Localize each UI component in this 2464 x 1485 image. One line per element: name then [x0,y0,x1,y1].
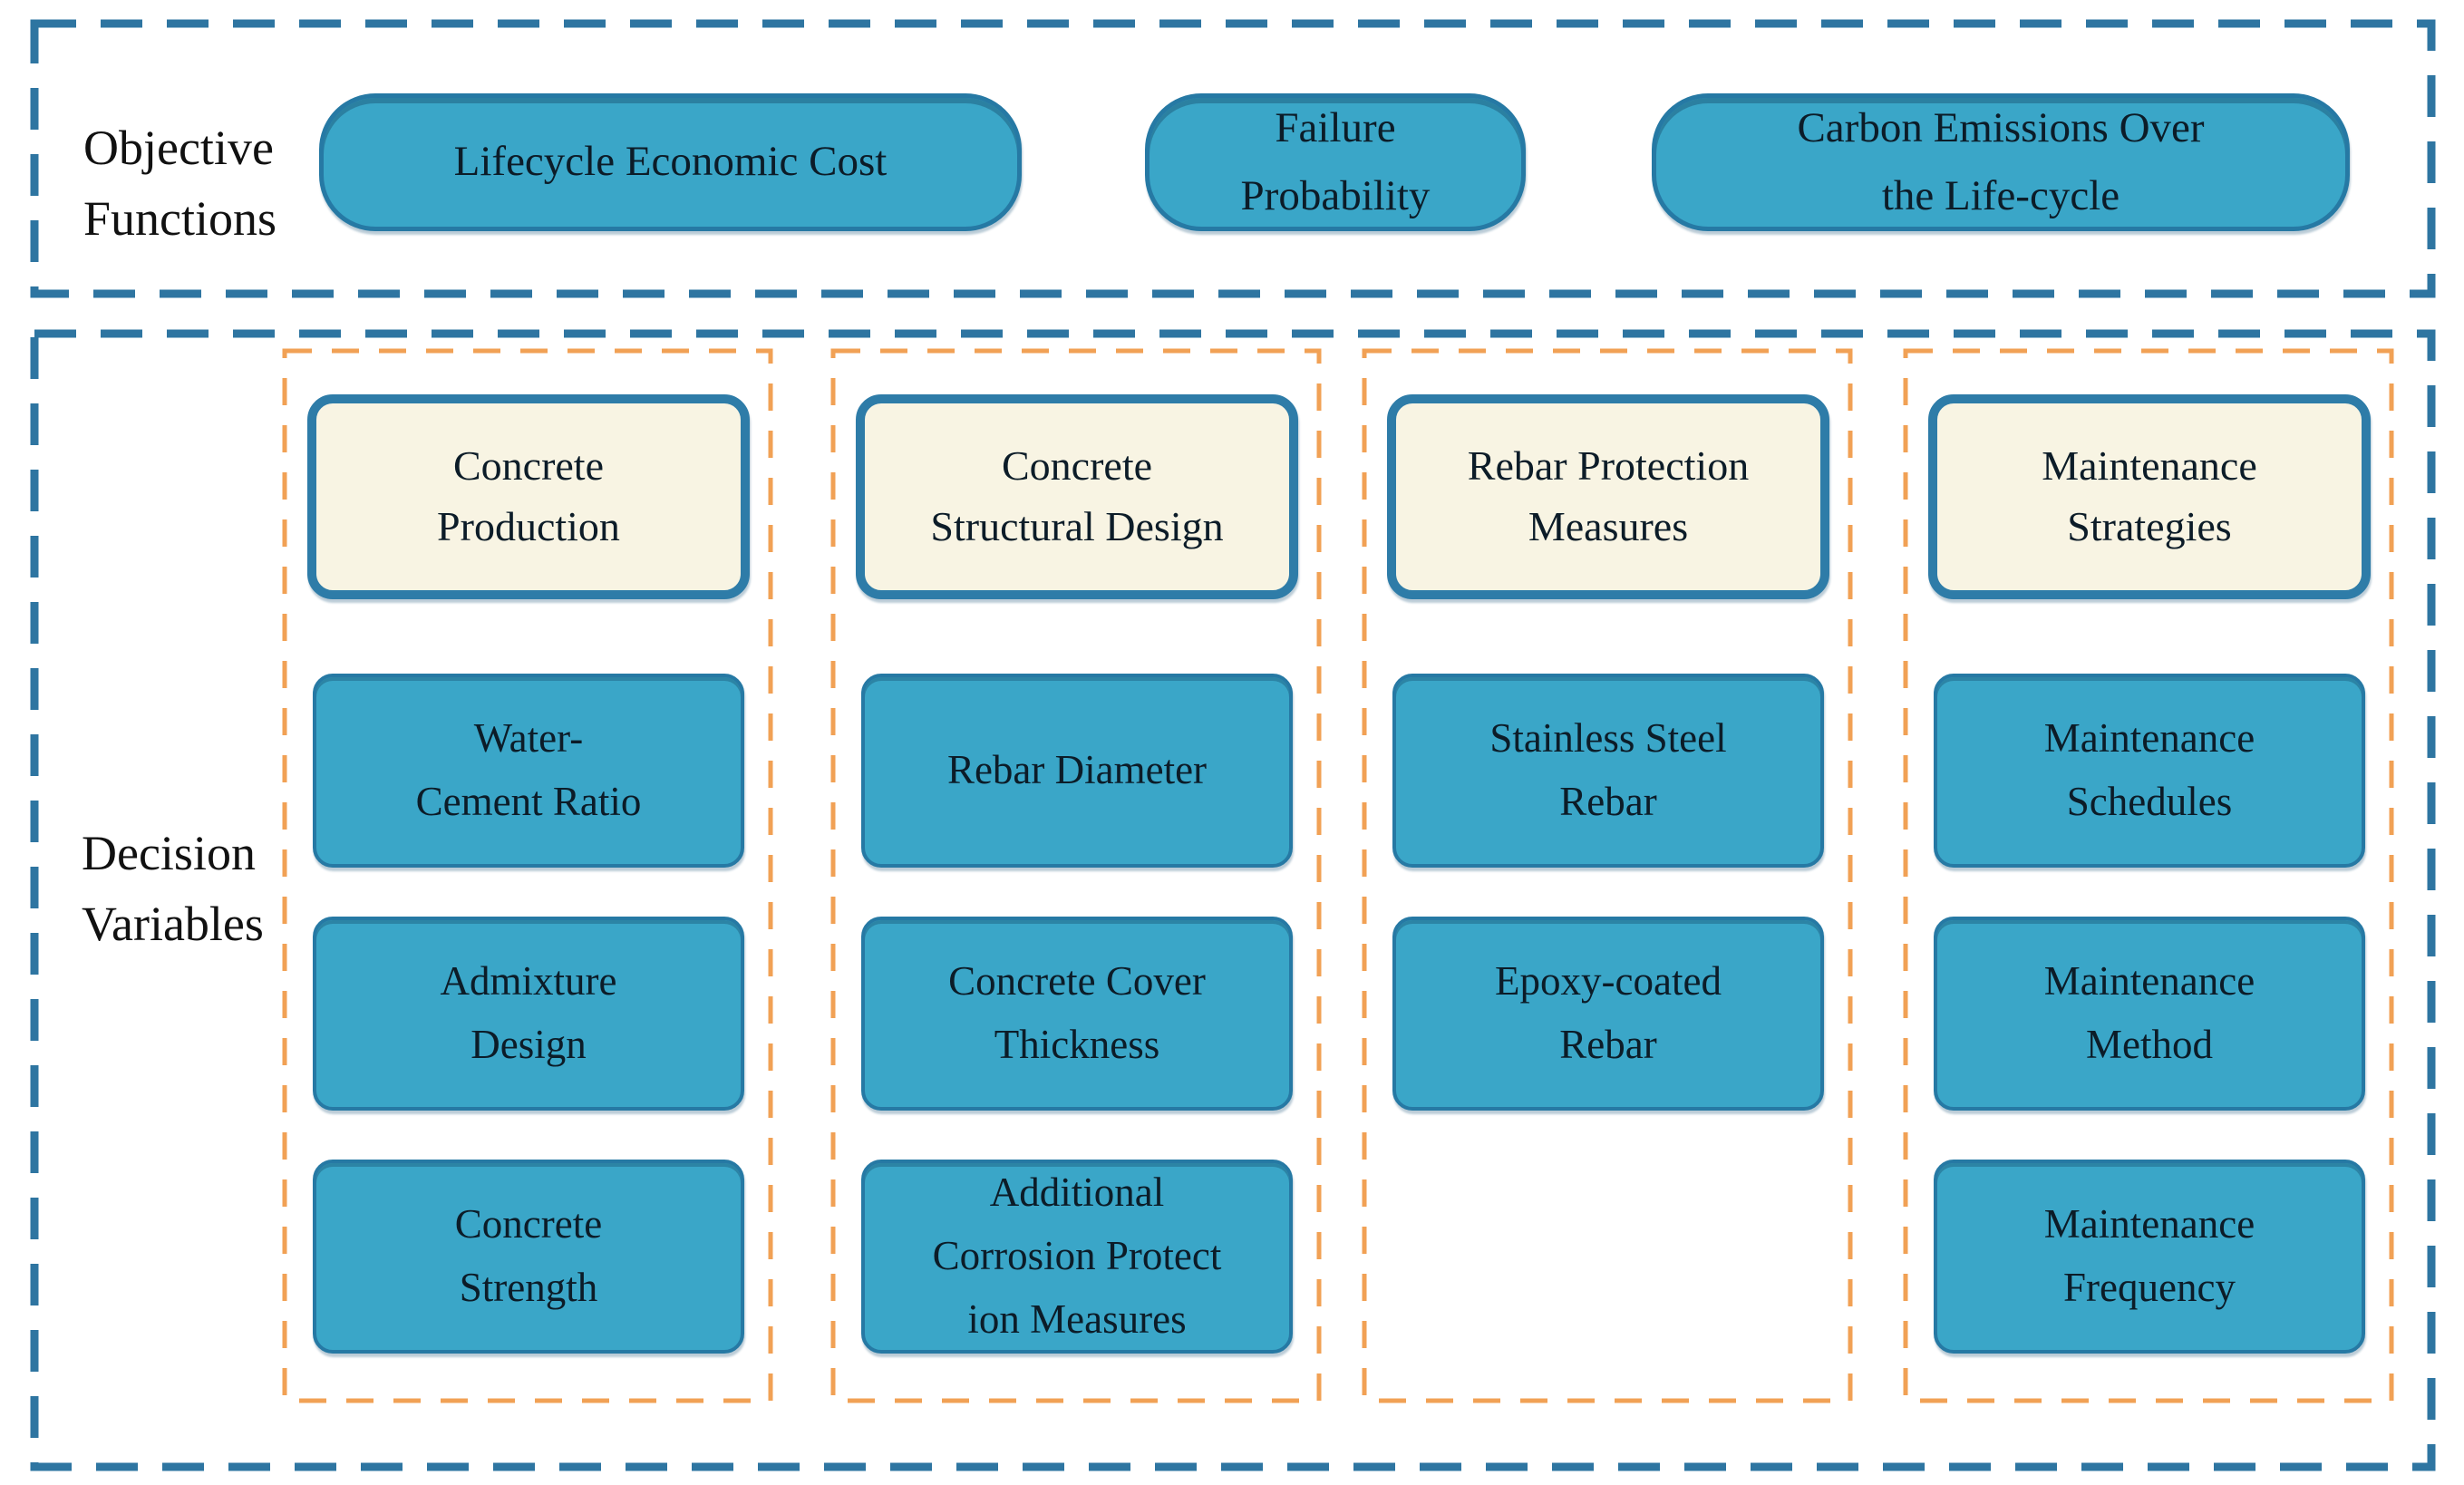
objective-pill-carbon-emissions: Carbon Emissions Over the Life-cycle [1652,93,2350,231]
column-concrete-production: Concrete Production Water- Cement Ratio … [284,349,773,1403]
column-header-maintenance-strategies: Maintenance Strategies [1928,394,2371,599]
item-admixture-design: Admixture Design [313,917,744,1111]
objective-pill-failure-probability: Failure Probability [1145,93,1526,231]
item-concrete-strength: Concrete Strength [313,1160,744,1354]
item-rebar-diameter: Rebar Diameter [861,674,1293,868]
item-water-cement-ratio: Water- Cement Ratio [313,674,744,868]
column-header-concrete-production: Concrete Production [307,394,750,599]
column-header-rebar-protection-measures: Rebar Protection Measures [1387,394,1829,599]
decision-variables-label: Decision Variables [82,826,264,952]
item-additional-corrosion-protection-measures: Additional Corrosion Protect ion Measure… [861,1160,1293,1354]
column-rebar-protection-measures: Rebar Protection Measures Stainless Stee… [1363,349,1853,1403]
item-concrete-cover-thickness: Concrete Cover Thickness [861,917,1293,1111]
item-maintenance-schedules: Maintenance Schedules [1934,674,2365,868]
item-maintenance-frequency: Maintenance Frequency [1934,1160,2365,1354]
column-maintenance-strategies: Maintenance Strategies Maintenance Sched… [1905,349,2394,1403]
column-concrete-structural-design: Concrete Structural Design Rebar Diamete… [832,349,1322,1403]
objective-pill-lifecycle-economic-cost: Lifecycle Economic Cost [319,93,1022,231]
objective-functions-label: Objective Functions [83,121,277,247]
item-stainless-steel-rebar: Stainless Steel Rebar [1392,674,1824,868]
column-header-concrete-structural-design: Concrete Structural Design [856,394,1298,599]
item-maintenance-method: Maintenance Method [1934,917,2365,1111]
item-epoxy-coated-rebar: Epoxy-coated Rebar [1392,917,1824,1111]
